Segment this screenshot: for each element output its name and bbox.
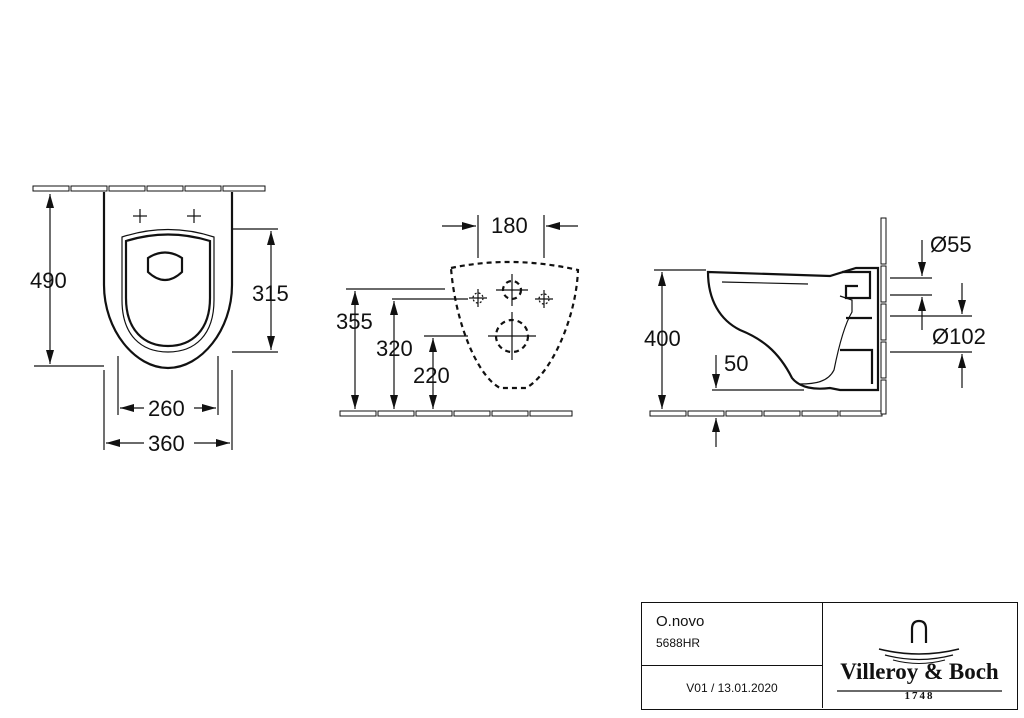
dim-320: 320: [376, 336, 413, 361]
fixing-mark-left: [133, 209, 147, 223]
fixing-hole-right: [535, 290, 553, 308]
brand-year: 1748: [904, 690, 935, 702]
dim-355: 355: [336, 309, 373, 334]
floor-side: [649, 410, 883, 417]
dim-50: 50: [724, 351, 748, 376]
front-view: 490 315 260 360: [30, 185, 289, 456]
brand-block: Villeroy & Boch 1748: [823, 603, 1016, 708]
wall-top: [32, 185, 266, 192]
floor-rear: [339, 410, 573, 417]
fixing-hole-left: [469, 289, 487, 307]
water-inlet: [496, 274, 528, 306]
dim-315: 315: [252, 281, 289, 306]
bowl-profile: [706, 266, 880, 392]
dim-490: 490: [30, 268, 67, 293]
technical-drawing: 490 315 260 360: [30, 185, 986, 456]
seat-ring: [124, 233, 212, 348]
side-view: 400 50 Ø55 Ø102: [644, 217, 986, 447]
title-block-info: O.novo 5688HR V01 / 13.01.2020: [642, 603, 823, 708]
dim-diameter-55: Ø55: [930, 232, 972, 257]
bowl-inner-profile: [721, 281, 853, 385]
dim-400: 400: [644, 326, 681, 351]
outlet: [488, 312, 536, 360]
dim-260: 260: [148, 396, 185, 421]
title-block: O.novo 5688HR V01 / 13.01.2020 Villeroy …: [641, 602, 1018, 710]
product-name: O.novo: [656, 613, 705, 630]
bowl-outline-dashed: [449, 260, 580, 390]
bowl-outline: [102, 192, 234, 370]
product-code: 5688HR: [656, 636, 701, 650]
brand-name: Villeroy & Boch: [840, 659, 999, 684]
wall-side: [880, 217, 887, 415]
version-date: V01 / 13.01.2020: [686, 681, 778, 695]
dim-diameter-102: Ø102: [932, 324, 986, 349]
villeroy-boch-logo-icon: [837, 619, 1002, 692]
dim-220: 220: [413, 363, 450, 388]
trap: [840, 270, 874, 384]
bowl-inner: [121, 228, 215, 353]
dim-180: 180: [491, 213, 528, 238]
title-block-divider: [642, 665, 822, 666]
fixing-mark-right: [187, 209, 201, 223]
rear-view: 180 355 320 220: [336, 213, 580, 417]
opening: [146, 251, 184, 282]
dim-360: 360: [148, 431, 185, 456]
